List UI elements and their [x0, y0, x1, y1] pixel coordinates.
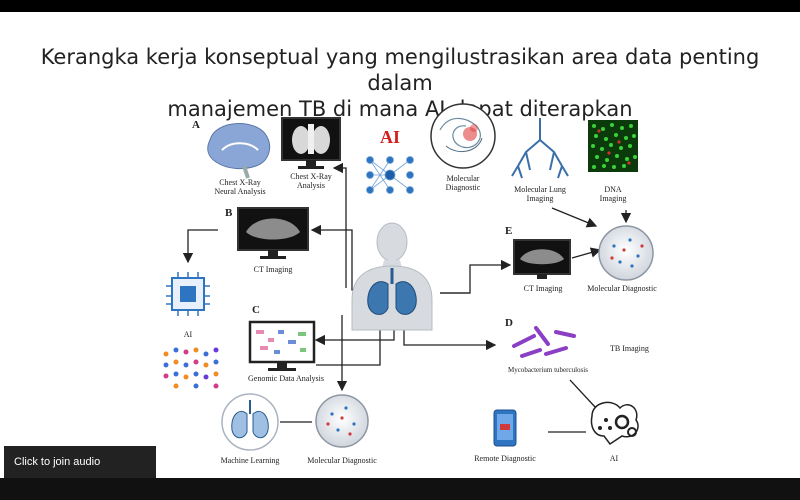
label-ai-left: AI: [184, 330, 193, 339]
machine-learning-lungs-icon: [221, 393, 279, 451]
label-chest-analysis-1: Chest X-Ray: [290, 172, 332, 181]
label-ct-imaging: CT Imaging: [254, 265, 293, 274]
ct-monitor-icon: [237, 207, 309, 259]
lungs-icon: [367, 268, 417, 315]
neural-network-icon: [366, 156, 414, 194]
label-remote-diag: Remote Diagnostic: [474, 454, 536, 463]
label-molecular-diag-bottom: Molecular Diagnostic: [307, 456, 377, 465]
label-molecular-1: Molecular: [447, 174, 480, 183]
dna-imaging-icon: [588, 120, 638, 172]
label-lung-imaging-1: Molecular Lung: [514, 185, 566, 194]
slide-title-line-1: Kerangka kerja konseptual yang mengilust…: [40, 45, 760, 95]
connector-lines: [182, 162, 632, 433]
label-lung-imaging-2: Imaging: [527, 194, 554, 203]
panel-label-e: E: [505, 225, 512, 237]
panel-label-a: A: [192, 119, 200, 131]
label-chest-analysis-2: Analysis: [297, 181, 325, 190]
data-dots-icon: [163, 347, 219, 389]
bottom-bar: [0, 478, 800, 500]
panel-label-c: C: [252, 304, 260, 316]
petri-dish-bottom-icon: [315, 394, 369, 448]
join-audio-button[interactable]: Click to join audio: [4, 446, 156, 478]
label-ai-bottom: AI: [610, 454, 619, 463]
panel-label-d: D: [505, 317, 513, 329]
label-dna-1: DNA: [604, 185, 622, 194]
label-ct-imaging-e: CT Imaging: [524, 284, 563, 293]
ai-brain-gears-icon: [590, 401, 639, 446]
tablet-icon: [493, 409, 517, 447]
panel-label-b: B: [225, 207, 233, 219]
genomic-monitor-icon: [248, 320, 316, 371]
slide-title-line-2: manajemen TB di mana AI dapat diterapkan: [167, 97, 633, 121]
label-myco: Mycobacterium tuberculosis: [508, 366, 588, 374]
brain-icon: [207, 123, 271, 179]
label-machine-learning: Machine Learning: [221, 456, 280, 465]
lung-tree-icon: [511, 118, 569, 179]
slide-title: Kerangka kerja konseptual yang mengilust…: [20, 44, 780, 122]
label-chest-neural-1: Chest X-Ray: [219, 178, 261, 187]
label-dna-2: Imaging: [600, 194, 627, 203]
label-molecular-diag-e: Molecular Diagnostic: [587, 284, 657, 293]
human-body-icon: [351, 222, 433, 331]
ai-heading: AI: [380, 127, 400, 147]
bacteria-icon: [512, 326, 576, 358]
label-molecular-2: Diagnostic: [446, 183, 481, 192]
petri-dish-e-icon: [598, 225, 654, 281]
ai-chip-icon: [166, 272, 210, 316]
label-tb-imaging: TB Imaging: [610, 344, 649, 353]
top-bar: [0, 0, 800, 12]
label-chest-neural-2: Neural Analysis: [214, 187, 265, 196]
chest-xray-monitor-icon: [281, 117, 341, 169]
ct-monitor-e-icon: [513, 239, 571, 279]
molecule-icon: [430, 103, 496, 169]
label-genomic: Genomic Data Analysis: [248, 374, 324, 383]
